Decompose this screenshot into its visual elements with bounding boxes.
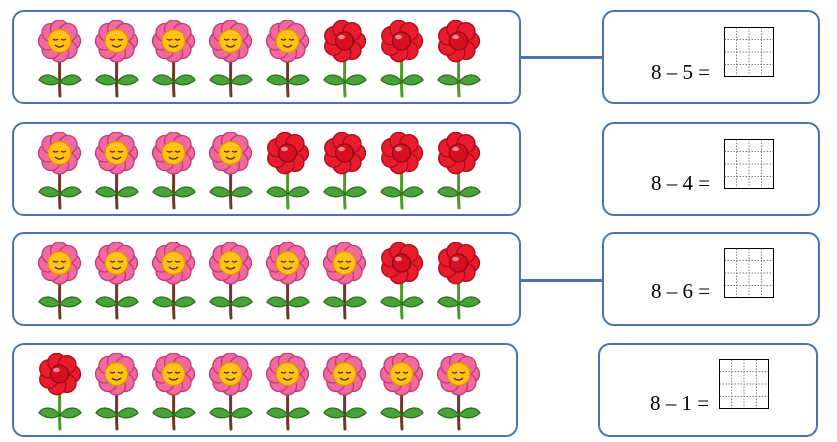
red-flower-1-6	[323, 20, 367, 98]
pink-flower-3-4	[208, 242, 253, 320]
pink-flower-3-1	[37, 242, 82, 320]
flower-box-2	[12, 122, 521, 216]
red-flower-3-7	[380, 242, 424, 320]
equation-text-3: 8 – 6 =	[651, 279, 711, 303]
connector-line-3	[521, 279, 602, 282]
pink-flower-4-5	[265, 353, 310, 431]
pink-flower-4-3	[151, 353, 196, 431]
pink-flower-2-1	[37, 132, 82, 210]
flower-row-1	[36, 20, 482, 98]
equation-box-1: 8 – 5 =	[602, 10, 820, 104]
pink-flower-3-5	[265, 242, 310, 320]
pink-flower-2-2	[94, 132, 139, 210]
pink-flower-4-7	[379, 353, 424, 431]
pink-flower-1-3	[151, 20, 196, 98]
red-flower-2-5	[266, 132, 310, 210]
connector-line-1	[521, 56, 602, 59]
pink-flower-4-2	[94, 353, 139, 431]
flower-box-1	[12, 10, 521, 104]
pink-flower-1-5	[265, 20, 310, 98]
pink-flower-4-8	[436, 353, 481, 431]
flower-row-3	[36, 242, 482, 320]
flower-box-3	[12, 232, 521, 326]
answer-grid-2[interactable]	[724, 139, 774, 189]
pink-flower-1-4	[208, 20, 253, 98]
red-flower-1-7	[380, 20, 424, 98]
pink-flower-3-3	[151, 242, 196, 320]
equation-box-2: 8 – 4 =	[602, 122, 820, 216]
red-flower-2-6	[323, 132, 367, 210]
pink-flower-3-2	[94, 242, 139, 320]
pink-flower-1-2	[94, 20, 139, 98]
answer-grid-1[interactable]	[724, 27, 774, 77]
red-flower-2-7	[380, 132, 424, 210]
flower-box-4	[12, 343, 518, 437]
pink-flower-4-4	[208, 353, 253, 431]
answer-grid-4[interactable]	[719, 359, 769, 409]
red-flower-4-1	[38, 353, 82, 431]
red-flower-3-8	[437, 242, 481, 320]
red-flower-1-8	[437, 20, 481, 98]
pink-flower-1-1	[37, 20, 82, 98]
answer-grid-3[interactable]	[724, 248, 774, 298]
equation-box-3: 8 – 6 =	[602, 232, 820, 326]
equation-box-4: 8 – 1 =	[598, 343, 818, 437]
flower-row-2	[36, 132, 482, 210]
flower-row-4	[36, 353, 482, 431]
equation-text-2: 8 – 4 =	[651, 171, 711, 195]
equation-text-4: 8 – 1 =	[650, 391, 710, 415]
pink-flower-3-6	[322, 242, 367, 320]
equation-text-1: 8 – 5 =	[651, 60, 711, 84]
pink-flower-2-4	[208, 132, 253, 210]
red-flower-2-8	[437, 132, 481, 210]
pink-flower-2-3	[151, 132, 196, 210]
pink-flower-4-6	[322, 353, 367, 431]
